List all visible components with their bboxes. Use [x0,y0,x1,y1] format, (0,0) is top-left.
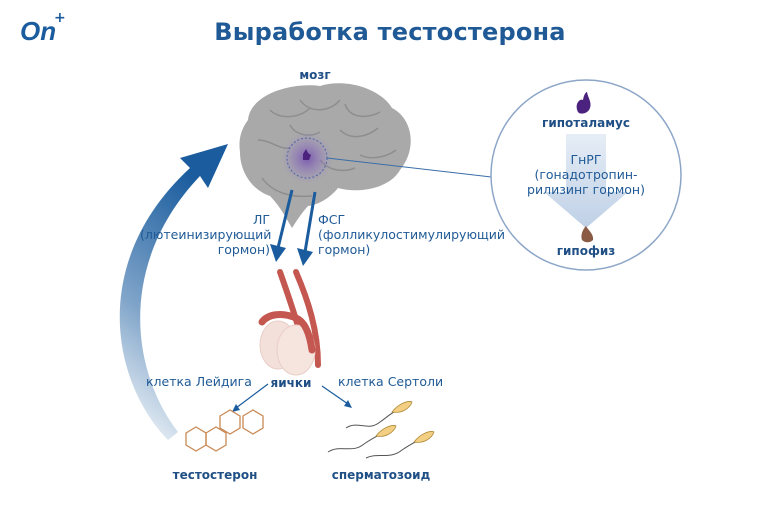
label-hypothalamus: гипоталамус [542,116,630,130]
label-brain: мозг [299,68,331,82]
label-pituitary: гипофиз [556,244,616,258]
fsh-line-3: гормон) [318,242,371,257]
logo-text: On [20,16,57,46]
label-gnrh: ГнРГ (гонадотропин- рилизинг гормон) [516,152,656,197]
logo[interactable]: On + [18,10,68,52]
hypothalamus-icon [576,92,591,114]
label-testes: яички [270,376,312,390]
logo-plus: + [54,10,66,26]
fsh-line-2: (фолликулостимулирующий [318,227,505,242]
label-testosterone: тестостерон [172,468,258,482]
lh-line-1: ЛГ [252,212,270,227]
testosterone-molecule [185,409,264,452]
arrow-to-sperm [344,400,352,408]
hormone-arrows [270,189,317,266]
gnrh-line-3: рилизинг гормон) [527,182,645,197]
testes-illustration [258,269,321,376]
feedback-arrow [119,144,228,440]
fsh-line-1: ФСГ [318,212,346,227]
brain-illustration [239,83,501,228]
label-sperm: сперматозоид [331,468,431,482]
label-leydig-cell: клетка Лейдига [146,374,252,389]
gnrh-line-1: ГнРГ [570,152,602,167]
gnrh-line-2: (гонадотропин- [534,167,638,182]
arrow-to-testosterone [232,404,240,412]
label-lh: ЛГ (лютеинизирующий гормон) [140,212,272,257]
label-fsh: ФСГ (фолликулостимулирующий гормон) [318,212,505,257]
lh-line-2: (лютеинизирующий [140,227,272,242]
page-title: Выработка тестостерона [214,18,566,46]
label-sertoli-cell: клетка Сертоли [338,374,444,389]
pituitary-icon [581,226,594,243]
lh-line-3: гормон) [217,242,270,257]
gnrh-arrow [544,134,628,228]
sperm-illustration [327,401,435,459]
